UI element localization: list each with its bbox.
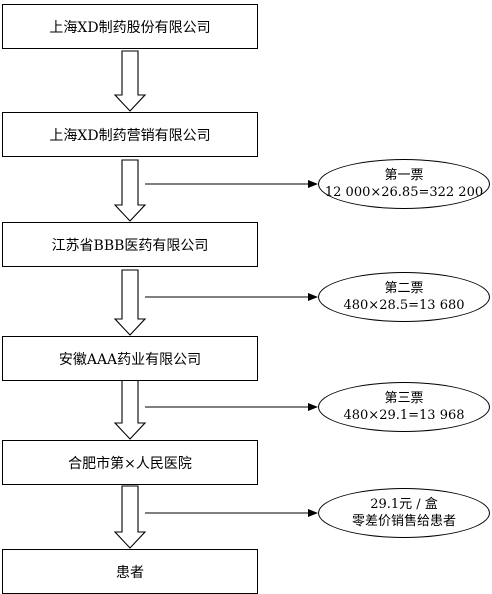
flow-arrow-2 [113,159,147,222]
invoice-pointer-3 [145,403,318,411]
node-label: 安徽AAA药业有限公司 [58,351,202,368]
invoice-pointer-1 [145,180,318,188]
invoice-title: 第二票 [384,281,424,296]
invoice-third: 第三票 480×29.1=13 968 [318,382,490,432]
node-label: 江苏省BBB医药有限公司 [51,237,209,254]
invoice-amount: 12 000×26.85=322 200 [324,185,484,200]
node-jiangsu-distributor: 江苏省BBB医药有限公司 [2,222,258,267]
invoice-second: 第二票 480×28.5=13 680 [318,272,490,322]
invoice-first: 第一票 12 000×26.85=322 200 [318,159,490,209]
node-patient: 患者 [2,549,258,594]
node-label: 合肥市第×人民医院 [68,455,192,472]
node-hospital: 合肥市第×人民医院 [2,440,258,485]
flow-arrow-3 [113,269,147,336]
invoice-amount: 480×29.1=13 968 [343,408,465,423]
invoice-title: 第一票 [384,168,424,183]
node-marketing-company: 上海XD制药营销有限公司 [2,112,258,157]
node-label: 患者 [116,564,144,581]
retail-note: 零差价销售给患者 [351,514,456,529]
node-manufacturer: 上海XD制药股份有限公司 [2,4,258,49]
flow-arrow-5 [113,485,147,549]
flow-arrow-1 [113,50,147,112]
retail-price: 29.1元 / 盒 [370,497,438,512]
node-anhui-distributor: 安徽AAA药业有限公司 [2,336,258,381]
invoice-pointer-2 [145,293,318,301]
invoice-pointer-4 [145,509,318,517]
node-label: 上海XD制药股份有限公司 [49,19,211,36]
invoice-amount: 480×28.5=13 680 [343,298,465,313]
flow-arrow-4 [113,379,147,440]
invoice-title: 第三票 [384,391,424,406]
node-label: 上海XD制药营销有限公司 [49,127,211,144]
retail-price-note: 29.1元 / 盒 零差价销售给患者 [318,488,490,538]
